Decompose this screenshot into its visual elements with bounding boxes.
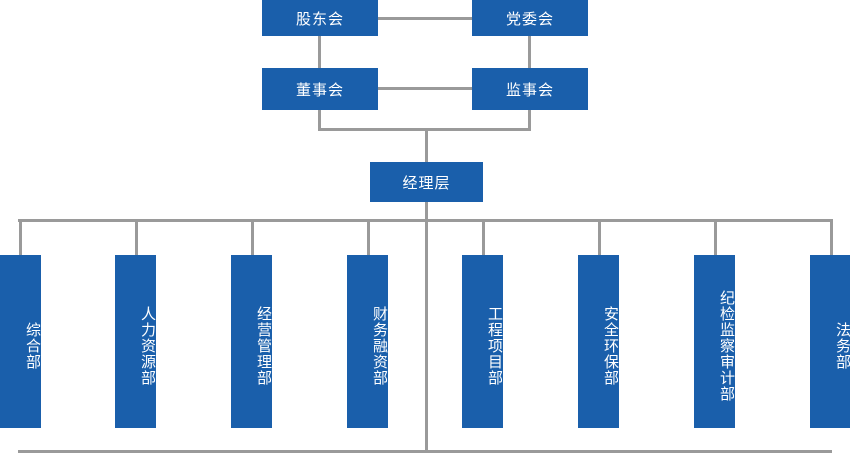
node-shareholders-meeting[interactable]: 股东会 bbox=[262, 0, 378, 36]
connector-management-bus bbox=[318, 128, 531, 131]
node-board-of-supervisors[interactable]: 监事会 bbox=[472, 68, 588, 110]
connector-drop-dept-5 bbox=[482, 219, 485, 255]
node-management-layer[interactable]: 经理层 bbox=[370, 162, 483, 202]
node-label: 纪检监察审计部 bbox=[718, 289, 736, 402]
connector-drop-dept-4 bbox=[367, 219, 370, 255]
node-label: 财务融资部 bbox=[371, 305, 389, 386]
connector-department-bus bbox=[18, 219, 832, 222]
node-label: 人力资源部 bbox=[139, 305, 157, 386]
connector-drop-dept-2 bbox=[135, 219, 138, 255]
node-board-of-directors[interactable]: 董事会 bbox=[262, 68, 378, 110]
node-department-7[interactable]: 纪检监察审计部 bbox=[694, 255, 736, 428]
node-department-4[interactable]: 财务融资部 bbox=[347, 255, 389, 428]
node-department-2[interactable]: 人力资源部 bbox=[115, 255, 157, 428]
connector-drop-dept-7 bbox=[714, 219, 717, 255]
node-department-5[interactable]: 工程项目部 bbox=[462, 255, 504, 428]
node-department-8[interactable]: 法务部 bbox=[810, 255, 850, 428]
node-label: 安全环保部 bbox=[602, 305, 620, 386]
node-label: 股东会 bbox=[295, 9, 344, 28]
node-department-6[interactable]: 安全环保部 bbox=[578, 255, 620, 428]
node-department-1[interactable]: 综合部 bbox=[0, 255, 42, 428]
connector-drop-dept-1 bbox=[19, 219, 22, 255]
connector-supervisors-drop bbox=[528, 110, 531, 131]
connector-drop-dept-3 bbox=[251, 219, 254, 255]
connector-drop-dept-6 bbox=[598, 219, 601, 255]
node-label: 工程项目部 bbox=[486, 305, 504, 386]
connector-shareholders-to-board bbox=[318, 36, 321, 68]
node-party-committee[interactable]: 党委会 bbox=[472, 0, 588, 36]
connector-party-to-supervisors bbox=[528, 36, 531, 68]
connector-directors-drop bbox=[318, 110, 321, 131]
node-label: 党委会 bbox=[505, 9, 554, 28]
node-label: 经理层 bbox=[402, 173, 451, 192]
connector-directors-to-supervisors bbox=[378, 87, 472, 90]
node-label: 监事会 bbox=[505, 80, 554, 99]
node-label: 经营管理部 bbox=[255, 305, 273, 386]
node-label: 法务部 bbox=[834, 321, 850, 370]
connector-bottom-rule bbox=[18, 450, 832, 453]
connector-shareholders-to-party bbox=[378, 17, 472, 20]
node-department-3[interactable]: 经营管理部 bbox=[231, 255, 273, 428]
connector-bus-to-management bbox=[425, 128, 428, 162]
node-label: 综合部 bbox=[24, 321, 42, 370]
node-label: 董事会 bbox=[295, 80, 344, 99]
connector-drop-dept-8 bbox=[830, 219, 833, 255]
connector-management-to-department-bus bbox=[425, 202, 428, 451]
